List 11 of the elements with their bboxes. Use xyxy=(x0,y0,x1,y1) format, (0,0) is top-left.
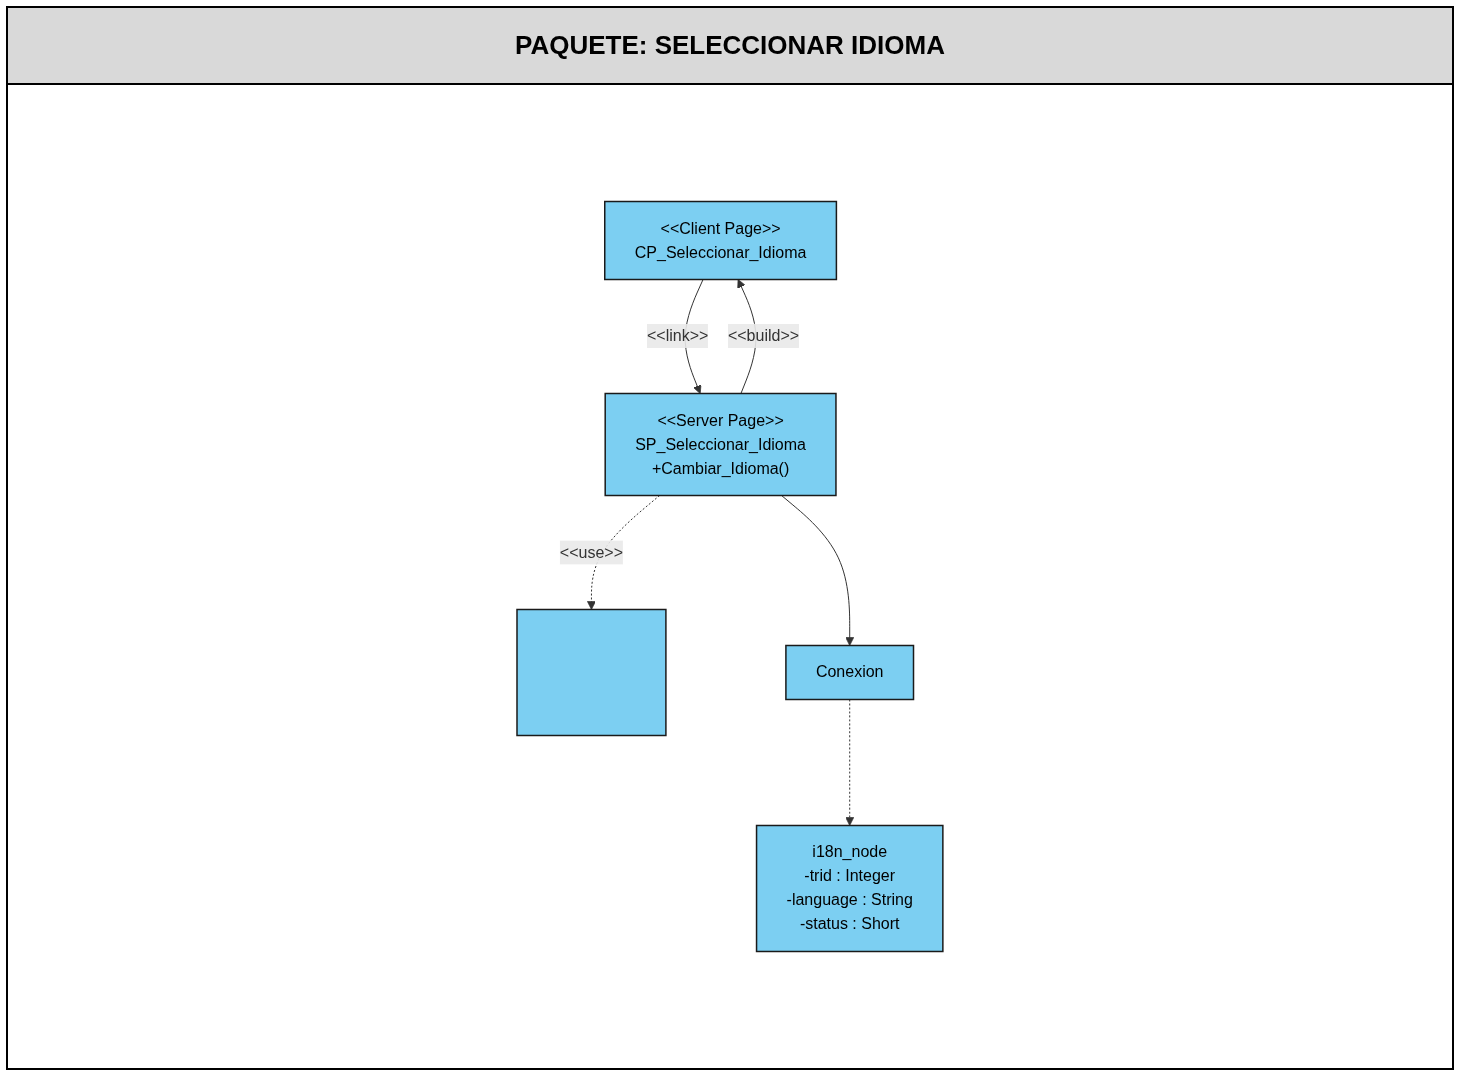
node-box: Conexion xyxy=(785,644,915,701)
node-box xyxy=(516,608,667,737)
diagram-title: PAQUETE: SELECCIONAR IDIOMA xyxy=(8,8,1452,85)
node-box: i18n_node -trid : Integer -language : String -status : Short xyxy=(755,824,944,953)
edge-label: <<use>> xyxy=(559,543,624,561)
node-box: <<Client Page>> CP_Seleccionar_Idioma xyxy=(604,200,838,281)
arrow xyxy=(781,495,855,646)
edge-label: <<build>> xyxy=(727,327,800,344)
node-box: <<Server Page>> SP_Seleccionar_Idioma +Cambiar_Idioma() xyxy=(604,392,837,497)
edge-label: <<link>> xyxy=(647,327,709,344)
arrow xyxy=(845,699,855,826)
